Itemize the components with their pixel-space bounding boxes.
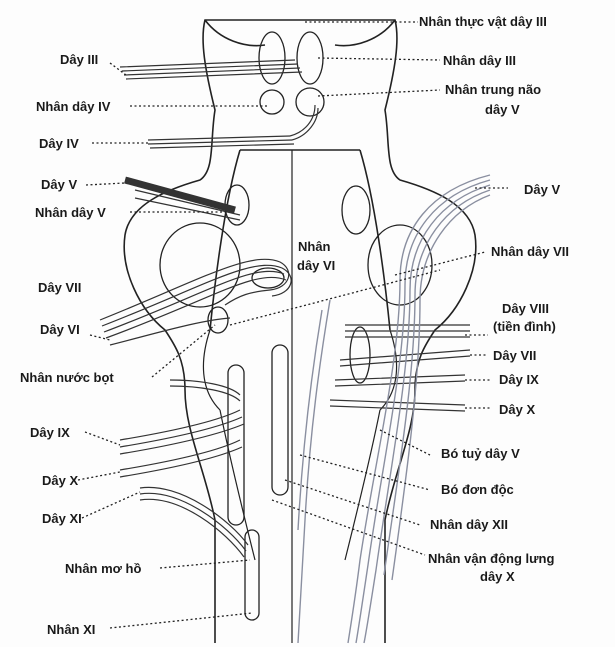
- label-nhan-nuoc-bot: Nhân nước bọt: [20, 370, 114, 385]
- label-nhan-trung-nao-day-v-line2: dây V: [485, 102, 520, 117]
- label-day-x-left: Dây X: [42, 473, 78, 488]
- label-day-xi: Dây XI: [42, 511, 82, 526]
- label-nhan-thuc-vat-day-iii: Nhân thực vật dây III: [419, 14, 547, 29]
- label-day-ix-right: Dây IX: [499, 372, 539, 387]
- label-day-v-left: Dây V: [41, 177, 77, 192]
- label-day-viii-line2: (tiền đình): [493, 319, 556, 334]
- label-bo-don-doc: Bó đơn độc: [441, 482, 514, 497]
- label-nhan-day-xii: Nhân dây XII: [430, 517, 508, 532]
- label-day-vii-right: Dây VII: [493, 348, 536, 363]
- label-day-vii-left: Dây VII: [38, 280, 81, 295]
- label-day-iv: Dây IV: [39, 136, 79, 151]
- label-day-viii-line1: Dây VIII: [502, 301, 549, 316]
- label-nhan-day-vi-line1: Nhân: [298, 239, 331, 254]
- label-nhan-van-dong-lung-line2: dây X: [480, 569, 515, 584]
- label-day-ix-left: Dây IX: [30, 425, 70, 440]
- label-nhan-van-dong-lung-line1: Nhân vận động lưng: [428, 551, 554, 566]
- label-nhan-day-vi-line2: dây VI: [297, 258, 335, 273]
- label-nhan-day-vii: Nhân dây VII: [491, 244, 569, 259]
- label-nhan-day-iii: Nhân dây III: [443, 53, 516, 68]
- label-nhan-trung-nao-day-v-line1: Nhân trung não: [445, 82, 541, 97]
- label-day-v-right: Dây V: [524, 182, 560, 197]
- label-day-vi: Dây VI: [40, 322, 80, 337]
- label-nhan-day-v: Nhân dây V: [35, 205, 106, 220]
- label-nhan-mo-ho: Nhân mơ hồ: [65, 561, 141, 576]
- label-day-iii: Dây III: [60, 52, 98, 67]
- midbrain-nuclei: [160, 32, 432, 620]
- label-bo-tuy-day-v: Bó tuỷ dây V: [441, 446, 520, 461]
- label-nhan-xi: Nhân XI: [47, 622, 95, 637]
- label-nhan-day-iv: Nhân dây IV: [36, 99, 110, 114]
- label-day-x-right: Dây X: [499, 402, 535, 417]
